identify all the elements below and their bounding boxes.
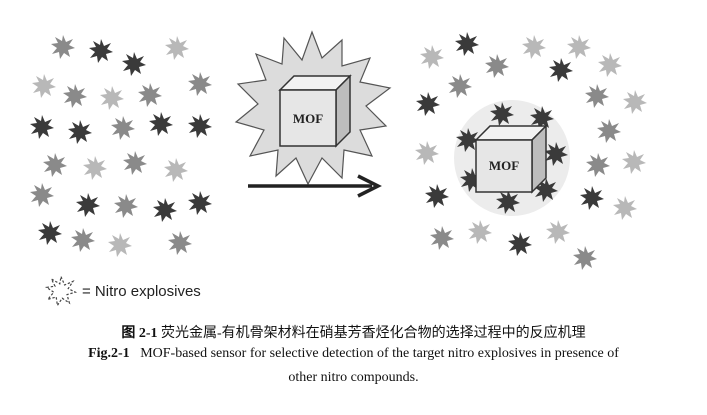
- caption-english-line2: other nitro compounds.: [0, 370, 707, 386]
- mof-cube-right: MOF: [474, 124, 548, 194]
- nitro-explosive-star: [188, 114, 212, 138]
- legend-dashed-star-icon: [44, 276, 78, 306]
- nitro-compound-star: [585, 84, 609, 108]
- nitro-compound-star: [108, 233, 132, 257]
- caption-english-line1: Fig.2-1 MOF-based sensor for selective d…: [0, 346, 707, 362]
- nitro-compound-star: [43, 153, 67, 177]
- nitro-explosive-star: [122, 52, 146, 76]
- nitro-compound-star: [598, 53, 622, 77]
- nitro-compound-star: [51, 35, 75, 59]
- process-arrow: [248, 174, 382, 198]
- nitro-compound-star: [622, 150, 646, 174]
- nitro-explosive-star: [580, 186, 604, 210]
- legend-label: = Nitro explosives: [82, 283, 201, 300]
- nitro-compound-star: [613, 196, 637, 220]
- nitro-compound-star: [165, 36, 189, 60]
- nitro-explosive-star: [30, 115, 54, 139]
- nitro-explosive-star: [76, 193, 100, 217]
- caption-cn-prefix: 图 2-1: [121, 326, 158, 341]
- nitro-explosive-star: [508, 232, 532, 256]
- nitro-compound-star: [597, 119, 621, 143]
- mof-cube: MOF: [278, 74, 352, 148]
- nitro-compound-star: [83, 156, 107, 180]
- nitro-compound-star: [573, 246, 597, 270]
- nitro-compound-star: [567, 35, 591, 59]
- nitro-compound-star: [485, 54, 509, 78]
- nitro-explosive-star: [416, 92, 440, 116]
- nitro-compound-star: [111, 116, 135, 140]
- nitro-compound-star: [164, 158, 188, 182]
- nitro-compound-star: [123, 151, 147, 175]
- nitro-compound-star: [138, 83, 162, 107]
- nitro-explosive-star: [68, 120, 92, 144]
- nitro-compound-star: [546, 220, 570, 244]
- nitro-compound-star: [430, 226, 454, 250]
- mof-with-bound-explosives: MOF: [454, 100, 570, 216]
- caption-en-text-2: other nitro compounds.: [288, 370, 419, 385]
- nitro-compound-star: [63, 84, 87, 108]
- mof-label: MOF: [293, 111, 323, 126]
- nitro-compound-star: [168, 231, 192, 255]
- nitro-compound-star: [100, 86, 124, 110]
- nitro-compound-star: [623, 90, 647, 114]
- nitro-compound-star: [522, 35, 546, 59]
- nitro-explosive-star: [455, 32, 479, 56]
- caption-en-text-1: MOF-based sensor for selective detection…: [140, 346, 619, 361]
- caption-chinese: 图 2-1 荧光金属-有机骨架材料在硝基芳香烃化合物的选择过程中的反应机理: [0, 322, 707, 342]
- nitro-explosive-star: [89, 39, 113, 63]
- nitro-compound-star: [30, 183, 54, 207]
- nitro-explosive-star: [149, 112, 173, 136]
- mof-label-right: MOF: [489, 158, 519, 173]
- nitro-explosive-star: [425, 184, 449, 208]
- nitro-explosive-star: [153, 198, 177, 222]
- left-molecule-cluster: [30, 35, 212, 257]
- nitro-explosive-star: [188, 191, 212, 215]
- nitro-explosive-star: [549, 58, 573, 82]
- caption-en-prefix: Fig.2-1: [88, 346, 130, 361]
- nitro-compound-star: [32, 74, 56, 98]
- mof-sensing-diagram: MOF: [30, 31, 647, 270]
- nitro-compound-star: [586, 153, 610, 177]
- nitro-compound-star: [468, 220, 492, 244]
- nitro-compound-star: [448, 74, 472, 98]
- mof-material: MOF: [235, 31, 391, 185]
- nitro-compound-star: [114, 194, 138, 218]
- caption-cn-text: 荧光金属-有机骨架材料在硝基芳香烃化合物的选择过程中的反应机理: [161, 326, 586, 341]
- nitro-compound-star: [188, 72, 212, 96]
- nitro-compound-star: [420, 45, 444, 69]
- nitro-explosive-star: [38, 221, 62, 245]
- nitro-compound-star: [415, 141, 439, 165]
- nitro-compound-star: [71, 228, 95, 252]
